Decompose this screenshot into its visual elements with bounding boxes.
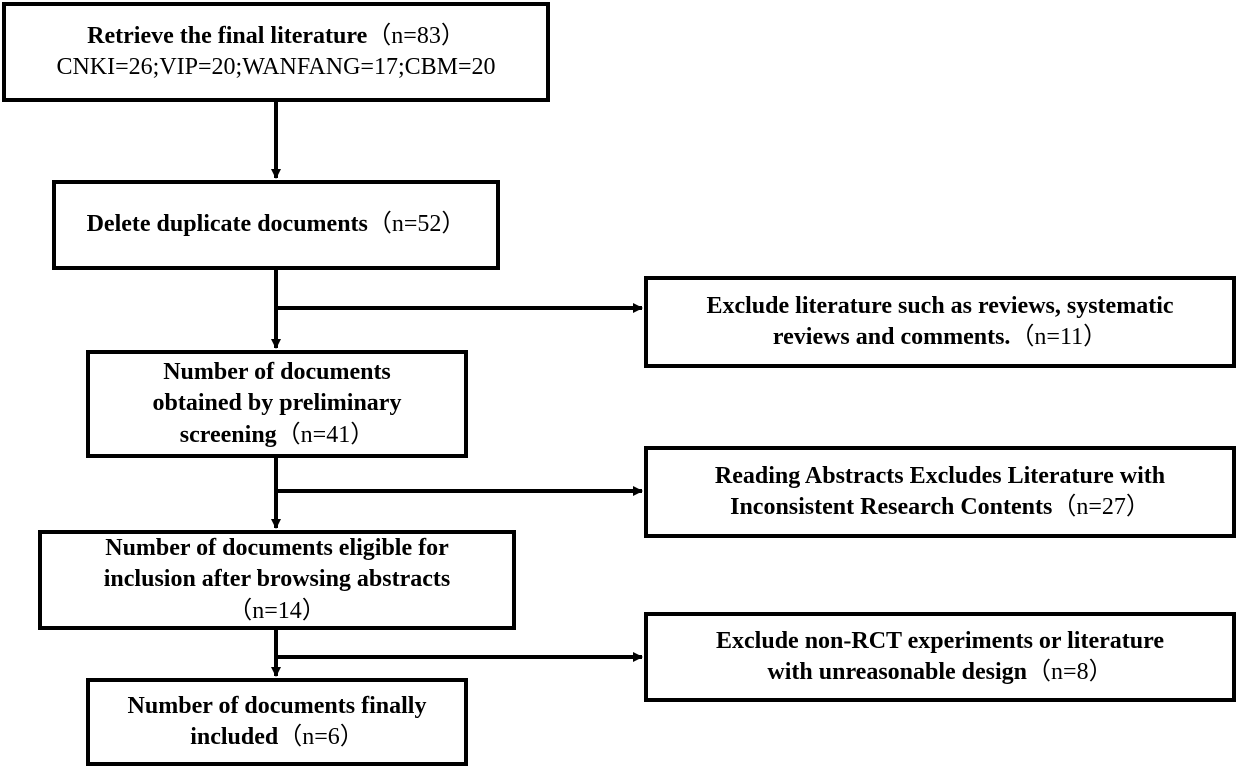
final-line2-text: included — [190, 724, 279, 750]
prelim-box: Number of documents obtained by prelimin… — [86, 350, 468, 458]
exclude-design-line2-text: with unreasonable design — [767, 659, 1028, 685]
exclude-abstracts-line2-text: Inconsistent Research Contents — [730, 494, 1053, 520]
dedup-line: Delete duplicate documents（n=52） — [87, 209, 466, 240]
exclude-reviews-count: （n=11） — [1010, 324, 1108, 350]
final-count: （n=6） — [278, 724, 364, 750]
dedup-title: Delete duplicate documents — [86, 211, 368, 238]
prelim-line2: obtained by preliminary — [152, 390, 402, 417]
eligible-line2: inclusion after browsing abstracts — [103, 566, 451, 593]
final-box: Number of documents finally included（n=6… — [86, 678, 468, 766]
exclude-abstracts-line1: Reading Abstracts Excludes Literature wi… — [714, 462, 1166, 489]
exclude-design-line1: Exclude non-RCT experiments or literatur… — [716, 627, 1164, 654]
exclude-design-count: （n=8） — [1027, 659, 1113, 685]
exclude-reviews-line2-text: reviews and comments. — [772, 324, 1011, 350]
final-line2: included（n=6） — [190, 722, 364, 753]
exclude-reviews-line2: reviews and comments.（n=11） — [773, 322, 1107, 353]
retrieve-title: Retrieve the final literature — [87, 22, 368, 49]
retrieve-box: Retrieve the final literature（n=83） CNKI… — [2, 2, 550, 102]
eligible-line1: Number of documents eligible for — [105, 535, 449, 562]
prelim-line3-text: screening — [179, 421, 277, 448]
eligible-count: （n=14） — [228, 597, 326, 624]
exclude-abstracts-count: （n=27） — [1052, 494, 1150, 520]
prelim-line3: screening（n=41） — [180, 420, 374, 451]
retrieve-sources: CNKI=26;VIP=20;WANFANG=17;CBM=20 — [56, 54, 496, 80]
retrieve-count: （n=83） — [367, 22, 465, 49]
prelim-count: （n=41） — [276, 421, 375, 448]
exclude-reviews-line1: Exclude literature such as reviews, syst… — [706, 292, 1174, 319]
exclude-abstracts-box: Reading Abstracts Excludes Literature wi… — [644, 446, 1236, 538]
exclude-reviews-box: Exclude literature such as reviews, syst… — [644, 276, 1236, 368]
prelim-line1: Number of documents — [163, 359, 391, 386]
retrieve-title-line: Retrieve the final literature（n=83） — [87, 21, 465, 52]
eligible-box: Number of documents eligible for inclusi… — [38, 530, 516, 630]
exclude-design-line2: with unreasonable design（n=8） — [767, 657, 1112, 688]
dedup-box: Delete duplicate documents（n=52） — [52, 180, 500, 270]
exclude-design-box: Exclude non-RCT experiments or literatur… — [644, 612, 1236, 702]
dedup-count: （n=52） — [367, 211, 466, 238]
final-line1: Number of documents finally — [127, 692, 427, 719]
exclude-abstracts-line2: Inconsistent Research Contents（n=27） — [730, 492, 1150, 523]
